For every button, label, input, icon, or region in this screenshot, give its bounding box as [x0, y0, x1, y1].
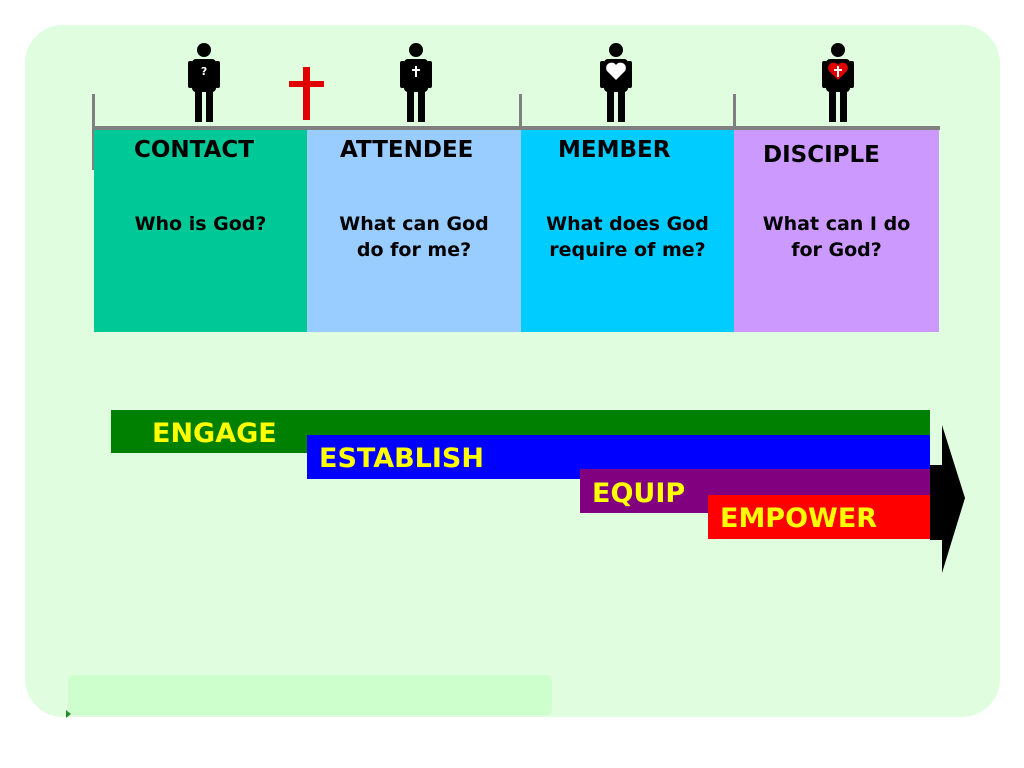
stage-column-disciple: [734, 130, 939, 332]
person-cross-icon: [400, 43, 432, 122]
progress-bar-empower: [708, 495, 930, 539]
person-question-icon: ?: [188, 43, 220, 122]
arrow-head-icon: [930, 425, 965, 573]
timeline-line: [94, 126, 940, 130]
bar-label: ESTABLISH: [319, 443, 484, 474]
stage-title: ATTENDEE: [340, 137, 474, 163]
stage-title: MEMBER: [558, 137, 671, 163]
footer-box: [68, 675, 552, 715]
person-heart-icon: [600, 43, 632, 122]
stage-question: Who is God?: [134, 213, 267, 235]
stage-column-contact: [94, 130, 307, 332]
footer-marker: [66, 710, 71, 718]
stage-column-attendee: [307, 130, 521, 332]
person-heart-cross-icon: [822, 43, 854, 122]
stage-question: What can God do for me?: [339, 213, 489, 261]
stage-column-member: [521, 130, 734, 332]
cross-icon: [289, 67, 324, 120]
stage-title: CONTACT: [134, 137, 254, 163]
bar-label: EMPOWER: [720, 503, 878, 534]
bar-label: EQUIP: [592, 478, 686, 509]
bar-label: ENGAGE: [152, 418, 277, 449]
stage-question: What does God require of me?: [546, 213, 709, 261]
stage-title: DISCIPLE: [763, 142, 880, 168]
stage-question: What can I do for God?: [762, 213, 911, 261]
svg-text:?: ?: [201, 65, 207, 78]
timeline-divider: [92, 94, 95, 170]
